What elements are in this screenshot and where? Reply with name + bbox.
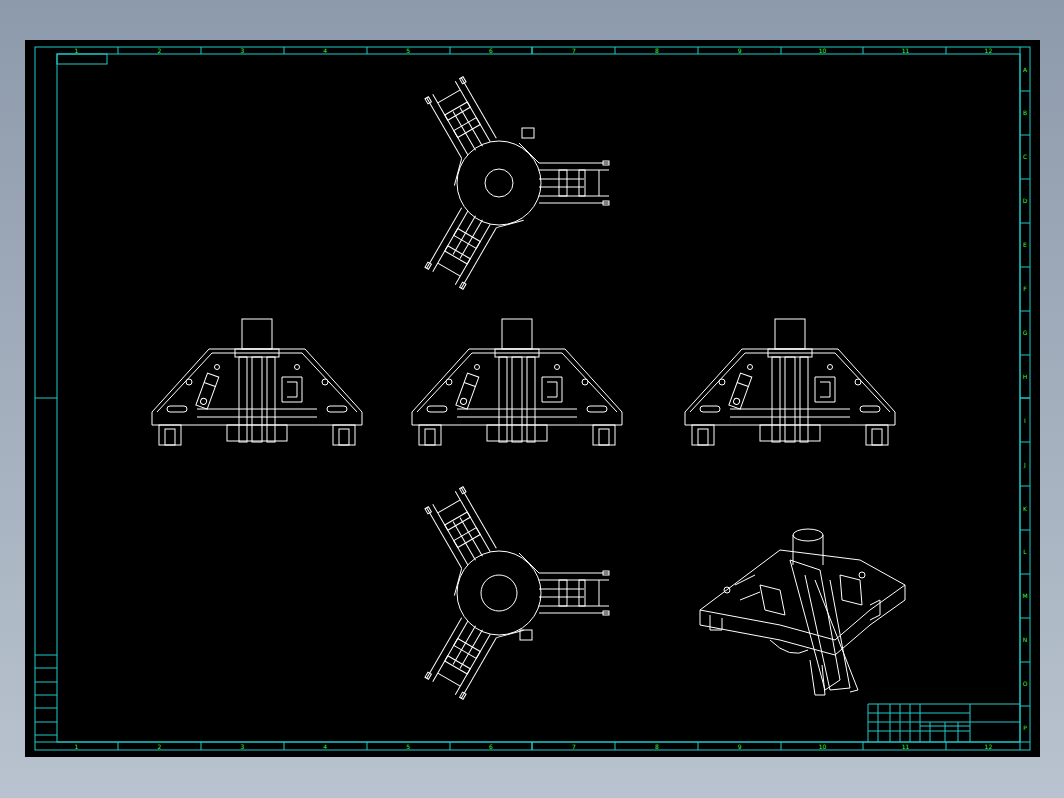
grid-column-number: 9: [738, 743, 742, 750]
drawing-line: [409, 487, 508, 596]
grid-column-number: 6: [489, 743, 493, 750]
drawing-line: [710, 615, 722, 630]
grid-column-number: 11: [902, 743, 910, 750]
grid-column-number: 1: [75, 47, 79, 54]
drawing-line: [35, 47, 1030, 750]
grid-row-letter: G: [1023, 329, 1028, 336]
grid-column-number: 7: [572, 743, 576, 750]
drawing-line: [409, 77, 508, 186]
drawing-line: [35, 47, 1030, 750]
grid-row-letter: C: [1023, 153, 1027, 160]
drawing-line: [485, 169, 513, 197]
side-views: [152, 319, 895, 445]
grid-column-number: 1: [75, 743, 79, 750]
drawing-line: [870, 600, 880, 620]
drawing-line: [724, 587, 730, 593]
grid-column-number: 4: [323, 47, 327, 54]
grid-column-number: 4: [323, 743, 327, 750]
grid-row-letter: H: [1023, 373, 1028, 380]
grid-column-number: 2: [157, 47, 161, 54]
drawing-line: [685, 319, 895, 445]
grid-column-number: 2: [157, 743, 161, 750]
drawing-line: [700, 550, 905, 640]
drawing-line: [735, 575, 760, 600]
drawing-line: [425, 599, 524, 708]
grid-row-letter: P: [1023, 724, 1027, 731]
grid-column-number: 3: [240, 47, 244, 54]
grid-row-letter: N: [1023, 636, 1028, 643]
grid-column-number: 10: [819, 47, 827, 54]
grid-column-number: 8: [655, 743, 659, 750]
grid-column-number: 8: [655, 47, 659, 54]
grid-row-letter: B: [1023, 109, 1027, 116]
drawing-line: [760, 585, 785, 615]
drawing-line: [519, 143, 609, 205]
iso-view: [700, 529, 905, 695]
grid-column-number: 11: [902, 47, 910, 54]
grid-row-letter: J: [1024, 461, 1026, 468]
grid-row-letter: E: [1023, 241, 1027, 248]
grid-row-letter: I: [1024, 417, 1026, 424]
drawing-line: [35, 47, 1030, 750]
grid-column-number: 12: [985, 743, 993, 750]
bottom-view: [409, 487, 609, 709]
drawing-line: [481, 575, 517, 611]
drawing-line: [700, 585, 905, 655]
grid-row-letter: M: [1022, 592, 1027, 599]
grid-row-letter: A: [1023, 66, 1027, 73]
drawing-line: [412, 319, 622, 445]
grid-column-number: 10: [819, 743, 827, 750]
top-view: [409, 77, 609, 299]
grid-column-number: 5: [406, 47, 410, 54]
drawing-line: [810, 660, 825, 695]
drawing-line: [522, 128, 534, 138]
drawing-line: [770, 640, 808, 653]
grid-column-number: 9: [738, 47, 742, 54]
drawing-line: [457, 141, 541, 225]
grid-row-letter: D: [1023, 197, 1028, 204]
grid-column-number: 12: [985, 47, 993, 54]
grid-row-letter: K: [1023, 505, 1027, 512]
grid-row-letter: O: [1023, 680, 1028, 687]
grid-column-number: 6: [489, 47, 493, 54]
grid-row-letter: F: [1023, 285, 1026, 292]
grid-column-number: 5: [406, 743, 410, 750]
drawing-line: [152, 319, 362, 445]
drawing-line: [519, 553, 609, 615]
drawing-line: [35, 655, 57, 735]
drawing-line: [457, 551, 541, 635]
drawing-line: [793, 529, 823, 541]
drawing-line: [57, 54, 1020, 742]
drawing-line: [840, 575, 862, 605]
drawing-line: [868, 704, 1020, 742]
drawing-line: [815, 580, 858, 692]
drawing-line: [520, 630, 532, 640]
grid-row-letter: L: [1023, 548, 1026, 555]
grid-column-number: 7: [572, 47, 576, 54]
drawing-line: [425, 189, 524, 298]
drawing-line: [823, 535, 824, 565]
grid-column-number: 3: [240, 743, 244, 750]
drawing-line: [859, 572, 865, 578]
drawing-sheet: [25, 40, 1040, 757]
drawing-line: [57, 54, 107, 64]
